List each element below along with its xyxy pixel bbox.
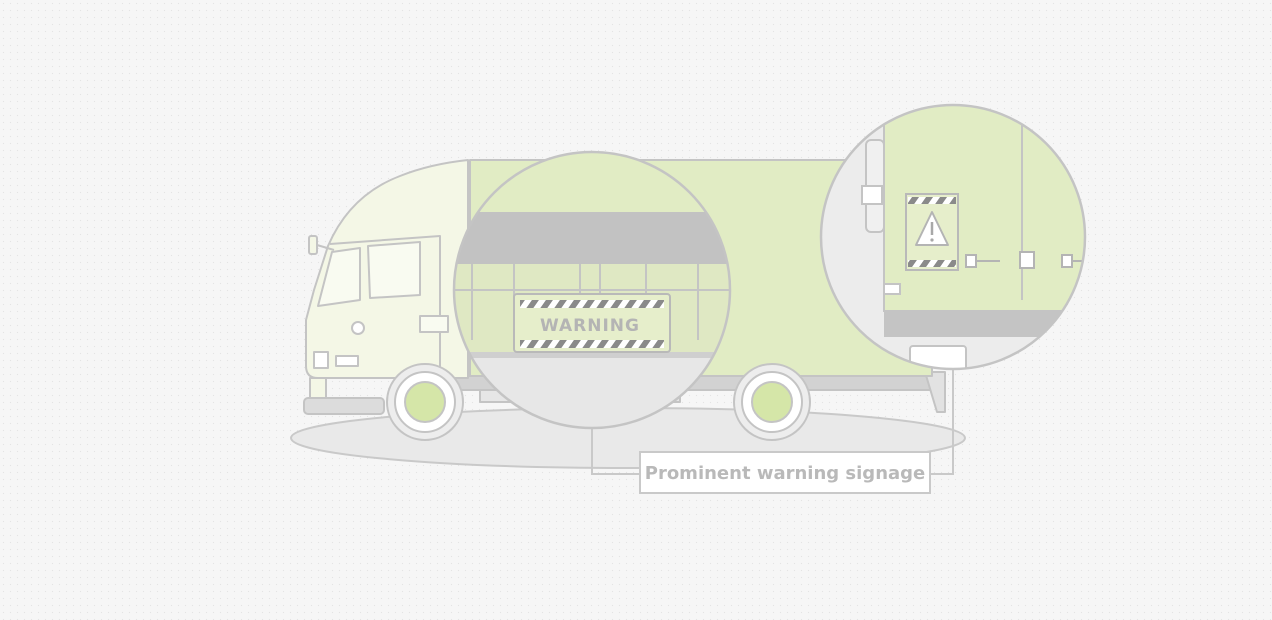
rear-mudguard — [924, 371, 946, 413]
rear-warning-placard — [905, 193, 959, 271]
door-latch — [965, 251, 1085, 269]
callout-label-text: Prominent warning signage — [645, 463, 926, 484]
warning-sign-text: WARNING — [540, 316, 640, 336]
warning-sign-plate: WARNING — [513, 293, 671, 353]
cab-lamp — [351, 321, 365, 335]
dark-band — [454, 212, 730, 264]
warning-triangle-icon — [915, 211, 949, 246]
front-bumper — [303, 397, 385, 415]
front-wheel — [386, 363, 464, 441]
rear-wheel — [733, 363, 811, 441]
windshield — [317, 247, 361, 307]
leader-lines — [591, 369, 954, 475]
cab-window — [367, 241, 421, 299]
callout-label-box: Prominent warning signage — [639, 451, 931, 494]
zoom-circle-rear-door — [819, 103, 1087, 371]
hazard-stripe-top — [520, 300, 664, 308]
side-mirror — [308, 235, 318, 255]
hazard-stripe-bottom — [520, 340, 664, 348]
